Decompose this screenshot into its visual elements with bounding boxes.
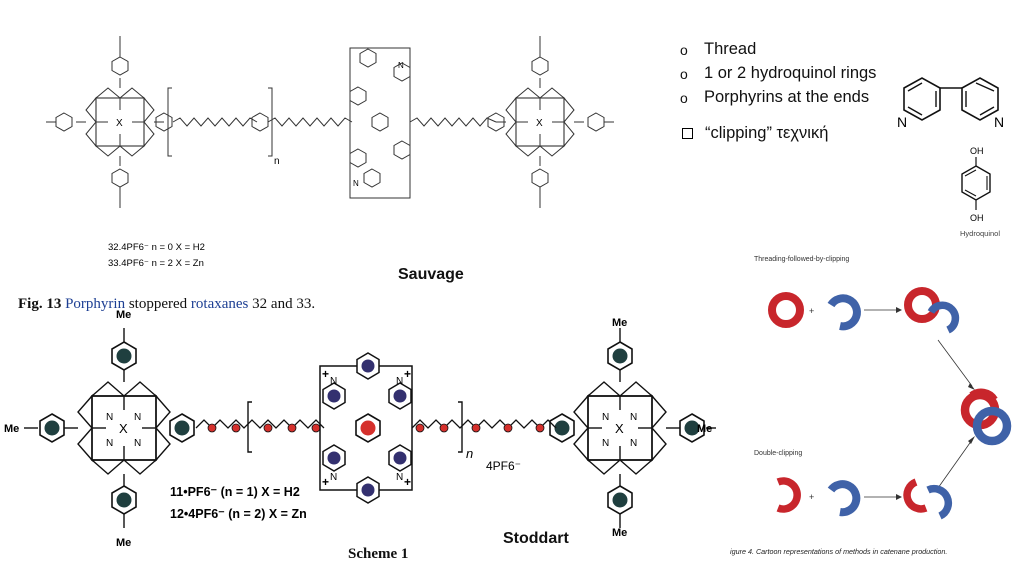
- bipyridine-n-left: N: [897, 114, 907, 130]
- plus-sign-bottom: +: [809, 492, 814, 502]
- threading-title: Threading-followed-by-clipping: [754, 256, 849, 263]
- sauvage-figure-caption: Fig. 13 Porphyrin stoppered rotaxanes 32…: [18, 296, 315, 313]
- compound-12-label: 12•4PF6⁻ (n = 2) X = Zn: [170, 507, 307, 521]
- stoddart-n-1: N: [106, 412, 113, 423]
- hydroquinol-oh-top: OH: [970, 146, 984, 156]
- scheme-label: Scheme 1: [348, 546, 409, 562]
- me-label-top-right: Me: [612, 317, 627, 329]
- caption-word-rotaxanes: rotaxanes: [190, 296, 249, 312]
- red-ring-closed: [768, 292, 804, 328]
- catenane-blue-ring: [972, 406, 1012, 446]
- pyridinium-n-4: N: [396, 472, 403, 483]
- caption-word-porphyrin: Porphyrin: [65, 296, 126, 312]
- pyridinium-n-3: N: [330, 472, 337, 483]
- blue-ring-open: [827, 294, 861, 331]
- compound-32-label: 32.4PF6⁻ n = 0 X = H2: [108, 242, 205, 253]
- catenane-figure-caption: igure 4. Cartoon representations of meth…: [730, 547, 947, 556]
- repeat-n-label: n: [274, 156, 280, 167]
- pyridinium-plus-3: +: [322, 475, 329, 489]
- bullet-list: o Thread o 1 or 2 hydroquinol rings o Po…: [680, 38, 980, 143]
- bullet-marker: o: [680, 42, 688, 58]
- bullet-item-rings: o 1 or 2 hydroquinol rings: [680, 62, 980, 86]
- bullet-marker: o: [680, 66, 688, 82]
- sauvage-rotaxane-structure: X X n N N 32.4PF6⁻ n = 0 X = H2 33.4PF6⁻: [46, 36, 614, 269]
- stoddart-x-right: X: [615, 421, 624, 436]
- red-ring-open: [776, 477, 801, 513]
- bipyridine-structure: N N: [896, 77, 1006, 130]
- cyclophane-n-top: N: [398, 61, 404, 70]
- bullet-item-clipping: “clipping” τεχνική: [680, 124, 980, 143]
- bullet-text: Thread: [704, 40, 757, 58]
- red-ring-double-clip: [903, 478, 928, 513]
- me-label-bottom-left: Me: [116, 537, 131, 549]
- cyclophane-n-bottom: N: [353, 179, 359, 188]
- caption-word-stoppered: stoppered: [128, 296, 188, 312]
- pyridinium-plus-4: +: [404, 475, 411, 489]
- bullet-item-thread: o Thread: [680, 38, 980, 62]
- hydroquinol-label: Hydroquinol: [960, 229, 1000, 238]
- me-label-top-left: Me: [116, 310, 131, 321]
- catenane-methods-figure: Threading-followed-by-clipping Double-cl…: [730, 256, 1012, 556]
- red-ring-threaded: [904, 287, 940, 323]
- hydroquinol-oh-bottom: OH: [970, 213, 984, 223]
- porphyrin-center-x: X: [116, 118, 123, 129]
- stoddart-n-r1: N: [602, 412, 609, 423]
- sauvage-label: Sauvage: [398, 266, 464, 283]
- pyridinium-plus-2: +: [404, 367, 411, 381]
- bullet-text: 1 or 2 hydroquinol rings: [704, 64, 877, 82]
- bullet-marker: o: [680, 90, 688, 106]
- stoddart-n-3: N: [106, 438, 113, 449]
- compound-33-label: 33.4PF6⁻ n = 2 X = Zn: [108, 258, 204, 269]
- stoddart-n-2: N: [134, 412, 141, 423]
- porphyrin-center-x-right: X: [536, 118, 543, 129]
- counterion-label: 4PF6⁻: [486, 459, 521, 473]
- pyridinium-n-2: N: [396, 376, 403, 387]
- me-label-left: Me: [4, 423, 19, 435]
- stoddart-n-4: N: [134, 438, 141, 449]
- stoddart-n-r2: N: [630, 412, 637, 423]
- pyridinium-plus-1: +: [322, 367, 329, 381]
- bullet-item-porphyrins: o Porphyrins at the ends: [680, 86, 980, 110]
- hydroquinol-structure: OH OH Hydroquinol: [960, 146, 1000, 238]
- stoddart-n-r4: N: [630, 438, 637, 449]
- pyridinium-n-1: N: [330, 376, 337, 387]
- bullet-text: “clipping” τεχνική: [705, 124, 829, 142]
- stoddart-x-left: X: [119, 421, 128, 436]
- checkbox-bullet-icon: [682, 128, 693, 139]
- stoddart-repeat-n: n: [466, 446, 473, 461]
- bullet-text: Porphyrins at the ends: [704, 88, 870, 106]
- blue-ring-double-clip: [926, 484, 953, 520]
- caption-end: 32 and 33.: [252, 296, 316, 312]
- double-clipping-title: Double-clipping: [754, 450, 802, 457]
- stoddart-n-r3: N: [602, 438, 609, 449]
- caption-fig-number: Fig. 13: [18, 296, 62, 312]
- plus-sign-top: +: [809, 306, 814, 316]
- compound-11-label: 11•PF6⁻ (n = 1) X = H2: [170, 485, 300, 499]
- stoddart-rotaxane-structure: X N N N N Me Me Me X N N N N Me Me Me: [4, 310, 716, 549]
- bipyridine-n-right: N: [994, 114, 1004, 130]
- stoddart-label: Stoddart: [503, 530, 569, 547]
- blue-ring-open-2: [827, 480, 861, 517]
- blue-ring-clipping: [927, 301, 960, 334]
- me-label-bottom-right: Me: [612, 527, 627, 539]
- me-label-right: Me: [697, 423, 712, 435]
